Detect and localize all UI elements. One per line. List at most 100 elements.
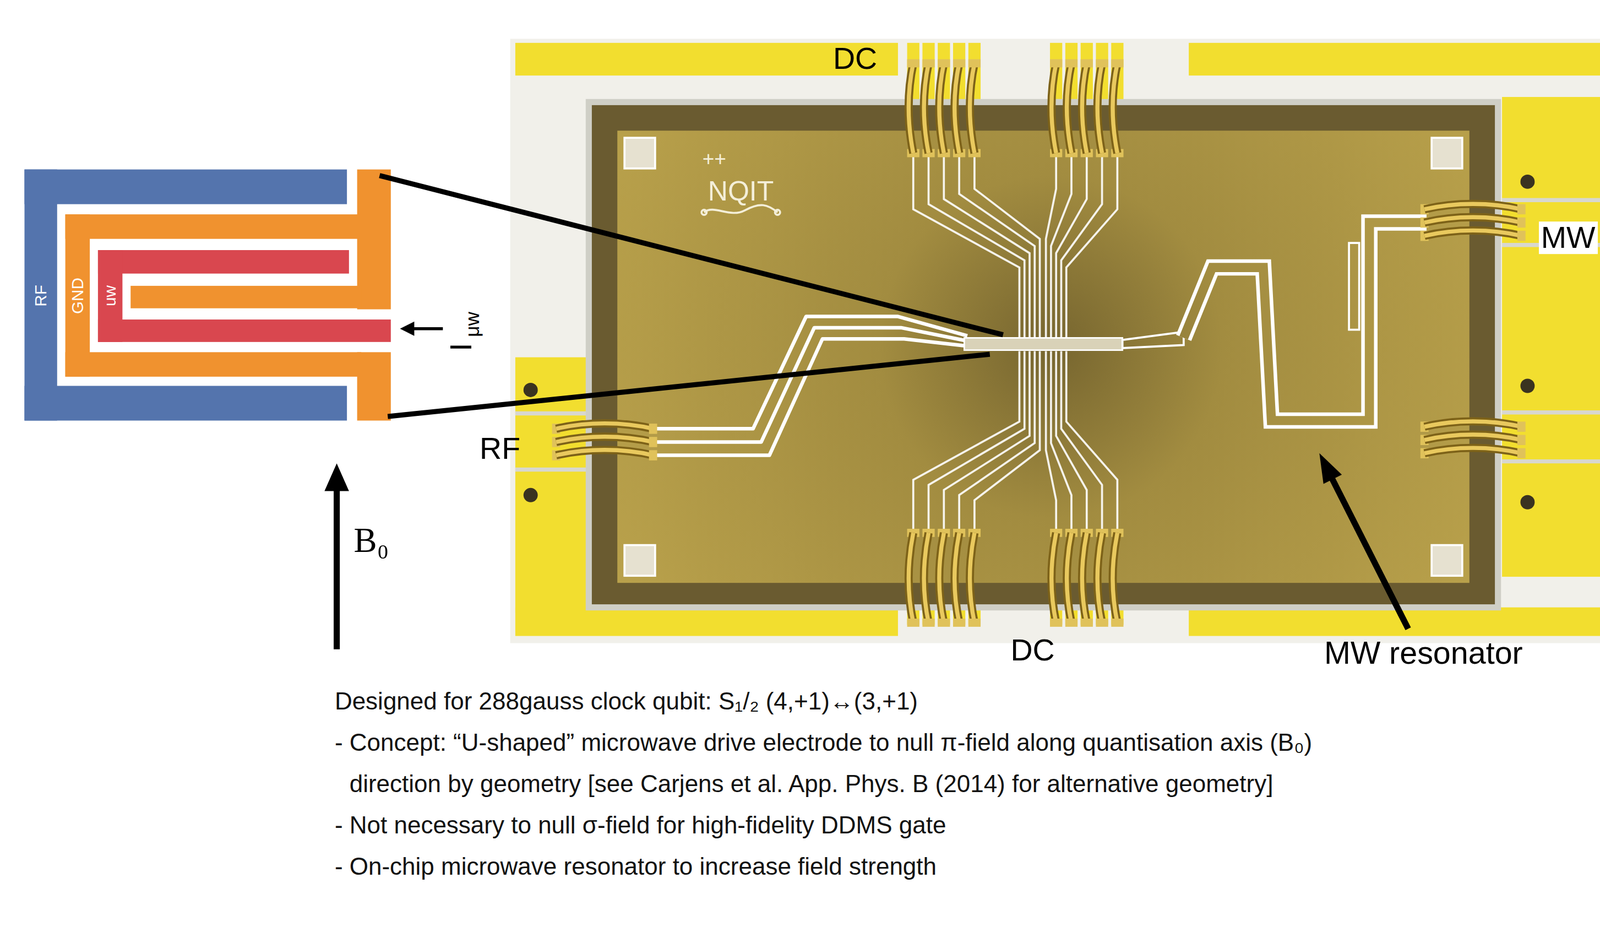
pointer-arrow <box>1319 453 1408 629</box>
logo-text: ++ <box>702 149 727 170</box>
zoom-lines <box>387 354 990 417</box>
dc-traces <box>974 351 1041 536</box>
trap-electrode <box>1122 331 1184 348</box>
note-line: Designed for 288gauss clock qubit: S₁/₂ … <box>334 679 1370 722</box>
pointer-arrow <box>1319 453 1342 484</box>
mw-resonator-trace <box>1183 222 1427 421</box>
logo-mark <box>704 204 778 213</box>
rf-electrode <box>24 169 347 205</box>
chip-surface <box>617 130 1470 583</box>
note-bullet: - Not necessary to null σ-field for high… <box>334 803 1370 846</box>
dc-traces <box>959 351 1035 536</box>
wire-bonds <box>1065 528 1078 627</box>
wire-bonds <box>968 58 981 157</box>
dc-traces <box>974 153 1041 338</box>
note-bullet: - On-chip microwave resonator to increas… <box>334 845 1370 887</box>
dc-traces <box>959 153 1035 338</box>
logo-mark <box>701 209 707 215</box>
field-arrow <box>324 463 349 491</box>
electrode-label: RF <box>32 285 50 308</box>
wire-bonds <box>1111 528 1124 627</box>
port-label: DC <box>1010 634 1055 666</box>
rf-trace <box>652 338 968 455</box>
field-arrow <box>324 463 349 649</box>
rf-electrode <box>24 169 57 421</box>
dc-traces <box>943 153 1030 338</box>
current-arrow <box>400 321 444 336</box>
chip-carrier <box>510 38 1600 643</box>
current-arrow <box>411 327 443 331</box>
wire-bonds <box>552 436 658 448</box>
ground-electrode <box>357 169 391 310</box>
wire-bonds <box>1095 528 1108 627</box>
trap-electrode <box>964 337 1123 350</box>
logo-mark <box>775 209 781 215</box>
chip-carrier <box>523 487 538 503</box>
logo-text: NQIT <box>708 177 774 205</box>
wire-bonds <box>922 58 935 157</box>
chip-surface <box>617 130 1470 583</box>
rf-electrode <box>24 385 347 421</box>
chip-carrier <box>1188 42 1600 76</box>
chip-carrier <box>1188 607 1600 636</box>
ground-electrode <box>65 169 391 421</box>
wire-bonds <box>552 58 1526 627</box>
wire-bonds <box>937 58 950 157</box>
chip-carrier <box>515 467 587 472</box>
electrode-label: uw <box>101 285 119 307</box>
wire-bonds <box>907 58 920 157</box>
chip-surface <box>624 137 656 169</box>
wire-bonds <box>922 528 935 627</box>
dc-traces <box>1066 351 1118 536</box>
chip-carrier <box>1501 410 1600 415</box>
dc-traces <box>943 351 1030 536</box>
chip-carrier <box>1501 459 1600 464</box>
chip-carrier <box>1520 494 1535 510</box>
wire-bonds <box>1049 58 1063 157</box>
chip-carrier <box>510 38 1600 643</box>
wire-bonds <box>552 449 658 461</box>
wire-bonds <box>1420 203 1526 215</box>
wire-bonds <box>1420 216 1526 228</box>
pointer-arrow <box>1331 477 1409 629</box>
microwave-electrode <box>98 319 391 342</box>
chip-carrier <box>1501 96 1600 577</box>
wire-bonds <box>907 528 920 627</box>
mw-resonator-trace <box>1348 242 1360 330</box>
ground-electrode <box>65 214 362 239</box>
note-bullet: - Concept: “U-shaped” microwave drive el… <box>334 721 1370 804</box>
zoom-lines <box>379 175 1003 335</box>
chip-carrier <box>1520 378 1535 394</box>
wire-bonds <box>1420 421 1526 432</box>
wire-bonds <box>1420 434 1526 445</box>
chip-carrier <box>523 382 538 397</box>
chip-surface <box>624 545 656 576</box>
wire-bonds <box>1065 58 1078 157</box>
chip-surface <box>1431 545 1463 576</box>
current-subscript: μw <box>462 311 482 337</box>
current-symbol: I <box>445 342 477 351</box>
field-symbol: B₀ <box>354 523 390 559</box>
wire-bonds <box>1420 447 1526 459</box>
field-arrow <box>333 485 340 650</box>
zoom-lines <box>379 175 1003 417</box>
wire-bonds <box>1080 528 1093 627</box>
chip-carrier <box>1520 174 1535 189</box>
microwave-electrode <box>98 249 391 342</box>
ground-electrode <box>357 351 391 421</box>
wire-bonds <box>953 528 966 627</box>
wire-bonds <box>1080 58 1093 157</box>
microwave-electrode <box>98 249 350 274</box>
wire-bonds <box>953 58 966 157</box>
logo-mark <box>701 204 781 215</box>
port-label: RF <box>479 433 521 465</box>
wire-bonds <box>968 528 981 627</box>
ground-electrode <box>65 351 362 377</box>
ground-electrode <box>130 285 362 309</box>
dc-traces <box>1066 153 1118 338</box>
wire-bonds <box>1049 528 1063 627</box>
wire-bonds <box>937 528 950 627</box>
port-label: DC <box>833 44 878 75</box>
mw-resonator-trace <box>1183 222 1427 421</box>
